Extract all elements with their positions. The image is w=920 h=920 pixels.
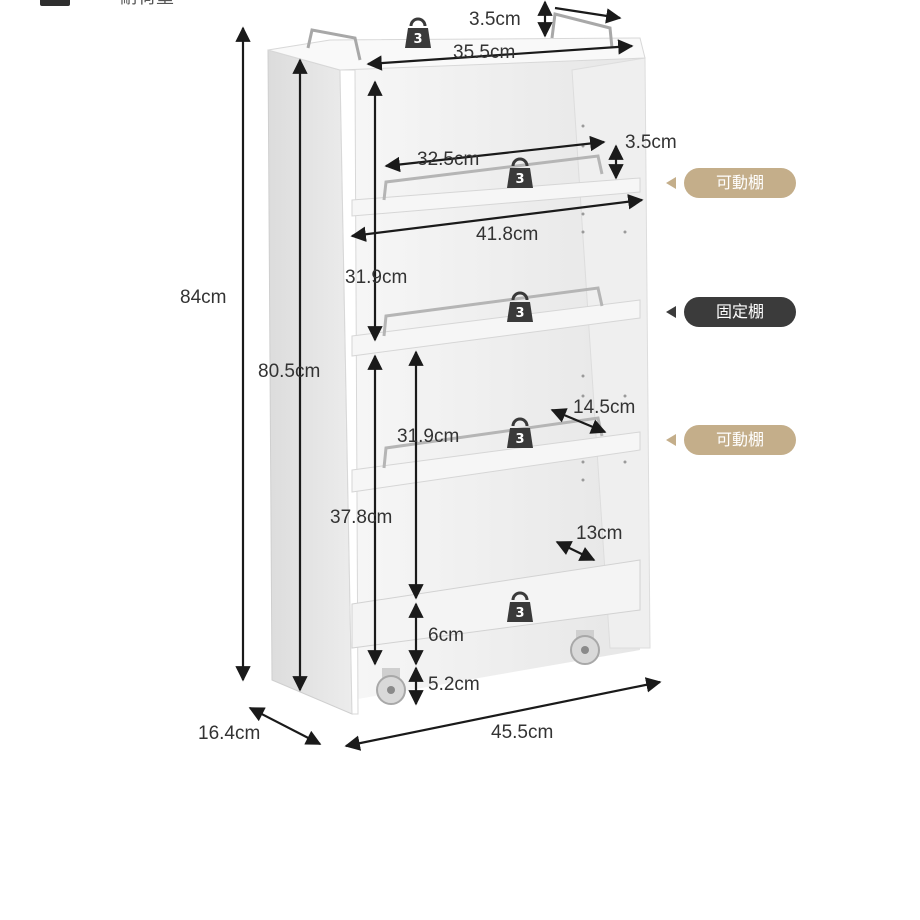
shelf-2 [351, 299, 641, 357]
arrow-total-width [344, 677, 662, 751]
arrow-shelf-depth [550, 408, 607, 434]
dim-body-height: 80.5cm [258, 361, 321, 382]
arrow-top-width [366, 39, 634, 71]
dim-upper-gap: 31.9cm [345, 267, 408, 288]
arrow-inner-width [350, 194, 644, 242]
svg-text:3: 3 [515, 606, 524, 621]
weight-icon: 3 [405, 17, 431, 48]
caster-back [570, 630, 600, 665]
dim-middle-gap: 31.9cm [397, 426, 460, 447]
tag-fixed-shelf: 固定棚 [684, 297, 796, 327]
dim-shelf-rail-height: 3.5cm [625, 132, 677, 153]
svg-text:3: 3 [515, 432, 524, 447]
top-handle-rail [306, 28, 362, 61]
dim-top-width: 35.5cm [453, 42, 516, 63]
tag-pointer [666, 306, 676, 318]
weight-icon: 3 [507, 591, 533, 622]
tag-pointer [666, 177, 676, 189]
dim-lower-height: 37.8cm [330, 507, 393, 528]
dim-shelf-rail-width: 32.5cm [417, 149, 480, 170]
header-text: 耐荷重 [120, 0, 174, 8]
dim-total-height: 84cm [180, 287, 227, 308]
arrow-total-depth [248, 707, 322, 745]
dim-top-handle-height: 3.5cm [469, 9, 521, 30]
dim-total-width: 45.5cm [491, 722, 554, 743]
svg-text:3: 3 [515, 306, 524, 321]
dim-inner-width: 41.8cm [476, 224, 539, 245]
shelf-2-rail [382, 286, 604, 337]
svg-text:3: 3 [413, 32, 422, 47]
weight-icon: 3 [507, 417, 533, 448]
weight-icon: 3 [507, 291, 533, 322]
dim-shelf-depth: 14.5cm [573, 397, 636, 418]
tag-movable-shelf: 可動棚 [684, 168, 796, 198]
dim-bottom-rail: 6cm [428, 625, 464, 646]
dim-bottom-depth: 13cm [576, 523, 623, 544]
shelf-3 [351, 431, 641, 493]
svg-text:3: 3 [515, 172, 524, 187]
cabinet-side-panel [267, 49, 353, 715]
arrow-shelf-rail-width [384, 135, 606, 173]
dim-total-depth: 16.4cm [198, 723, 261, 744]
arrow-top-rail-depth [554, 6, 622, 24]
tag-pointer [666, 434, 676, 446]
header-icon [40, 0, 70, 6]
dim-caster-height: 5.2cm [428, 674, 480, 695]
bottom-board [351, 559, 641, 649]
tag-movable-shelf: 可動棚 [684, 425, 796, 455]
arrow-bottom-depth [555, 541, 596, 561]
top-handle-rail-right [550, 12, 614, 49]
